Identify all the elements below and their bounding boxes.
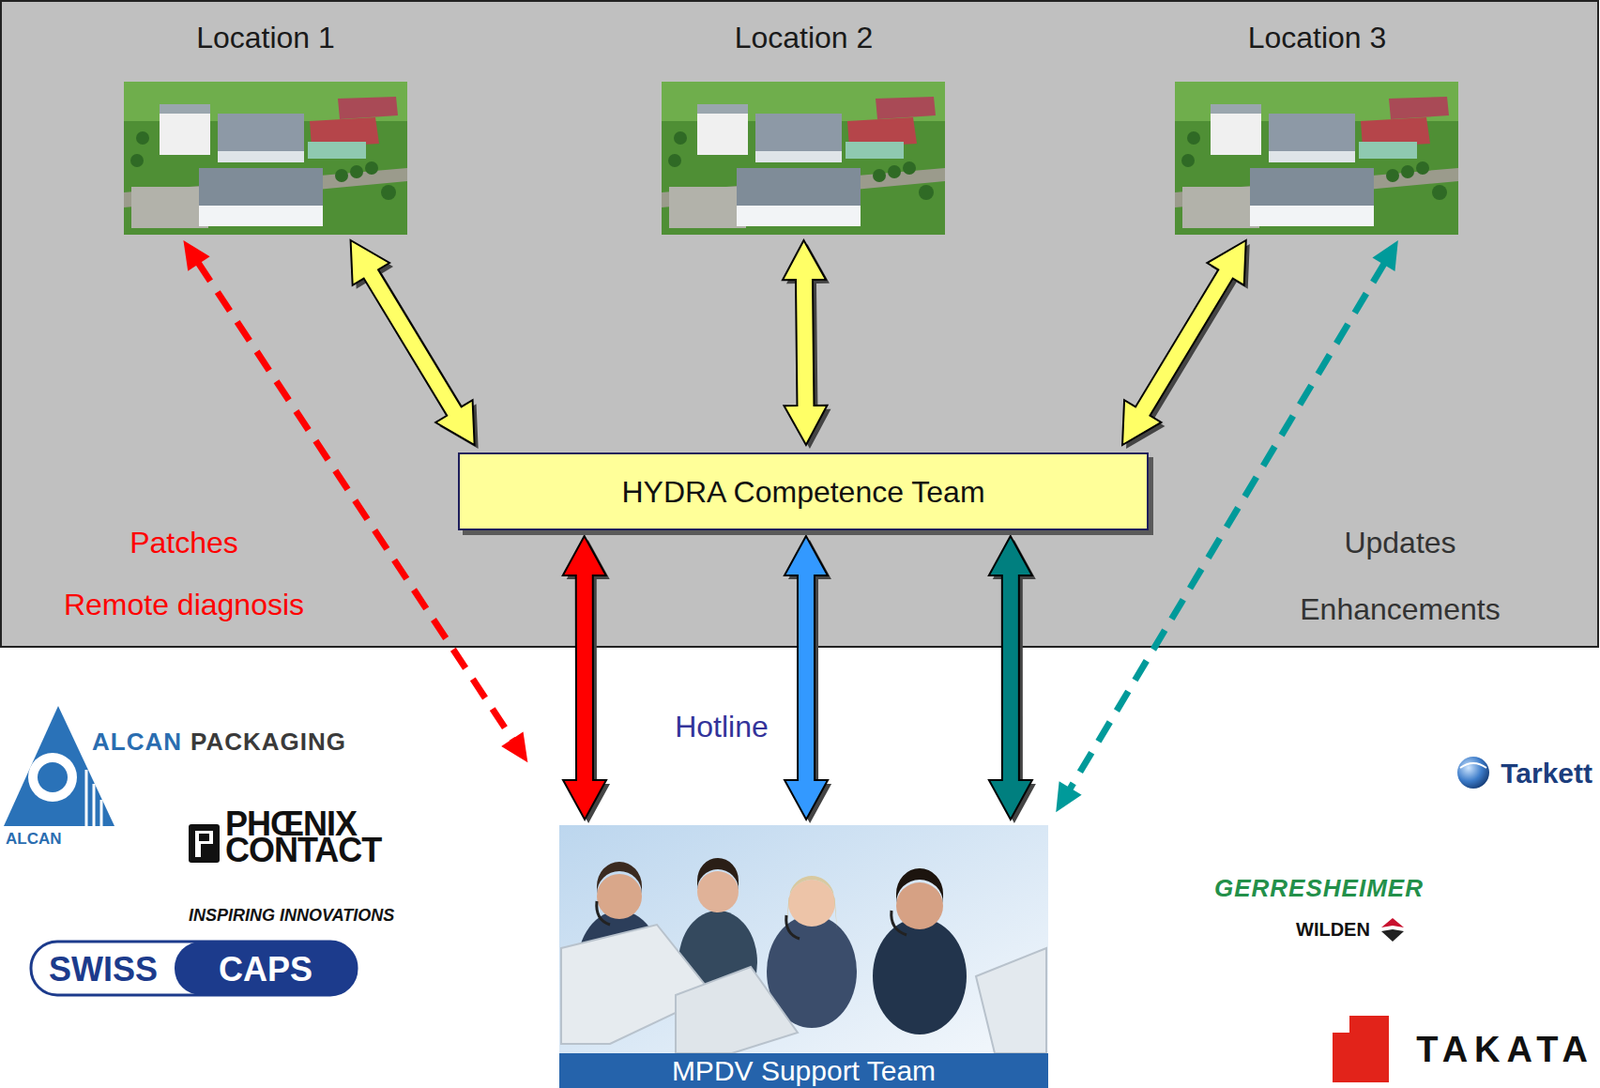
support-team-photo [559,824,1049,1055]
location-node: Location 1 [123,18,408,235]
support-team-photo [596,900,610,925]
location-heading: Location 2 [734,18,874,57]
arrow-note: Remote diagnosis [63,587,305,623]
phoenix-logo-icon [188,823,220,863]
double-block-arrow [784,535,828,820]
support-team-photo [697,857,739,890]
location-node: Location 2 [661,18,946,235]
support-team-photo [891,910,907,935]
double-block-arrow [350,240,475,445]
logo-text: TAKATA [1416,1028,1595,1070]
support-team-photo [596,861,642,894]
double-block-arrow [782,240,828,445]
location-heading: Location 3 [1248,18,1387,57]
wilden-icon [1381,917,1404,928]
double-block-arrow-group [563,535,610,823]
arrow-note: Patches [129,525,239,561]
support-team-photo [896,882,944,930]
alcan-logo [28,752,77,802]
location-photo [1174,81,1459,235]
swisscaps-logo [30,941,357,995]
support-team-box: MPDV Support Team [559,824,1049,1088]
support-team-photo [872,917,967,1035]
double-block-arrow [989,535,1033,820]
takata-logo [1332,1015,1389,1082]
location-heading: Location 1 [196,18,336,57]
support-team-photo [559,824,1049,1055]
phoenix-logo-icon [188,823,220,863]
location-photo [123,81,408,235]
logo-text: SWISS [48,949,158,989]
tarkett-globe [1457,756,1490,789]
logo-slogan: INSPIRING INNOVATIONS [188,905,395,926]
logo-text: PACKAGING [190,727,347,756]
location-photo [661,81,945,235]
alcan-logo [37,761,68,793]
logo-text: WILDEN [1295,918,1371,941]
logo-text: GERRESHEIMER [1214,873,1424,902]
double-block-arrow-group [1122,240,1250,449]
phoenix-logo-icon [195,843,201,857]
location-photo [661,81,945,235]
arrow-head [1055,780,1082,812]
support-team-photo [975,947,1047,1053]
logo-text: ALCAN [5,829,62,849]
double-block-arrow-group [350,240,479,449]
arrow-note: Hotline [674,709,769,745]
logo-text: Tarkett [1500,756,1593,790]
box-label: HYDRA Competence Team [621,472,985,511]
alcan-logo [3,705,115,826]
double-block-arrow [563,535,607,820]
location-photo [123,81,408,235]
support-team-photo [786,914,800,939]
double-block-arrow-group [989,535,1037,823]
location-node: Location 3 [1174,18,1460,235]
location-photo [1174,81,1459,235]
alcan-logo [3,705,115,826]
double-block-arrow-group [784,535,832,823]
support-team-photo [786,875,838,930]
tarkett-globe [1460,762,1487,768]
arrow-head [501,731,528,762]
arrow-note: Enhancements [1299,592,1500,627]
competence-team-box: HYDRA Competence Team [457,452,1149,531]
tarkett-globe [1457,756,1490,789]
support-team-photo [697,870,739,913]
support-team-photo [596,873,642,919]
alcan-logo [85,769,89,826]
photo-caption: MPDV Support Team [559,1052,1049,1088]
wilden-icon [1381,929,1404,942]
arrow-note: Updates [1343,525,1456,561]
double-block-arrow-group [782,240,832,449]
wilden-icon [1381,917,1404,942]
swisscaps-logo [30,941,357,995]
support-team-photo [788,879,836,927]
double-block-arrow [1122,240,1247,445]
arrow-head [182,240,210,272]
swisscaps-logo [174,941,357,995]
alcan-logo [100,799,104,826]
logo-text: CONTACT [225,830,381,869]
support-team-photo [675,966,798,1053]
arrow-head [1371,240,1398,272]
logo-text: CAPS [218,949,313,989]
support-team-photo [896,868,944,903]
alcan-logo [92,783,96,826]
takata-logo [1332,1015,1389,1082]
logo-text: ALCAN [91,727,183,756]
phoenix-logo-icon [195,830,214,844]
phoenix-logo-icon [198,833,210,841]
